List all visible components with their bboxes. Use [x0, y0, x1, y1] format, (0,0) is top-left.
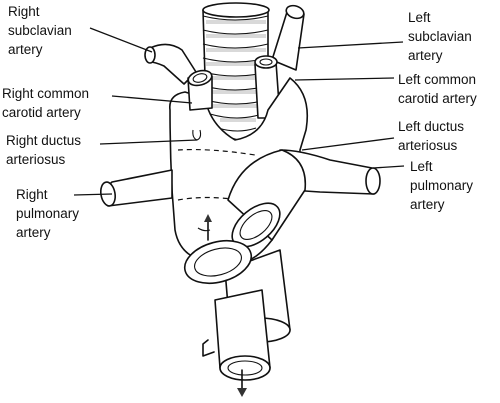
label-right-common-carotid-artery: Right common carotid artery — [2, 86, 90, 120]
aortic-root — [183, 214, 253, 285]
label-right-pulmonary-artery: Right pulmonary artery — [16, 187, 80, 240]
right-common-carotid-vessel — [187, 69, 213, 111]
right-pulmonary-vessel — [99, 169, 173, 207]
label-right-ductus-arteriosus: Right ductus arteriosus — [6, 133, 82, 167]
left-ductus-vessel — [227, 149, 307, 248]
left-subclavian-vessel — [271, 4, 305, 71]
right-subclavian-vessel — [144, 43, 197, 85]
label-left-pulmonary-artery: Left pulmonary artery — [410, 159, 474, 212]
leader-lines — [73, 27, 405, 196]
label-right-subclavian-artery: Right subclavian artery — [8, 4, 72, 57]
label-left-ductus-arteriosus: Left ductus arteriosus — [398, 119, 465, 153]
label-left-common-carotid-artery: Left common carotid artery — [398, 72, 477, 106]
label-left-subclavian-artery: Left subclavian artery — [408, 10, 472, 63]
